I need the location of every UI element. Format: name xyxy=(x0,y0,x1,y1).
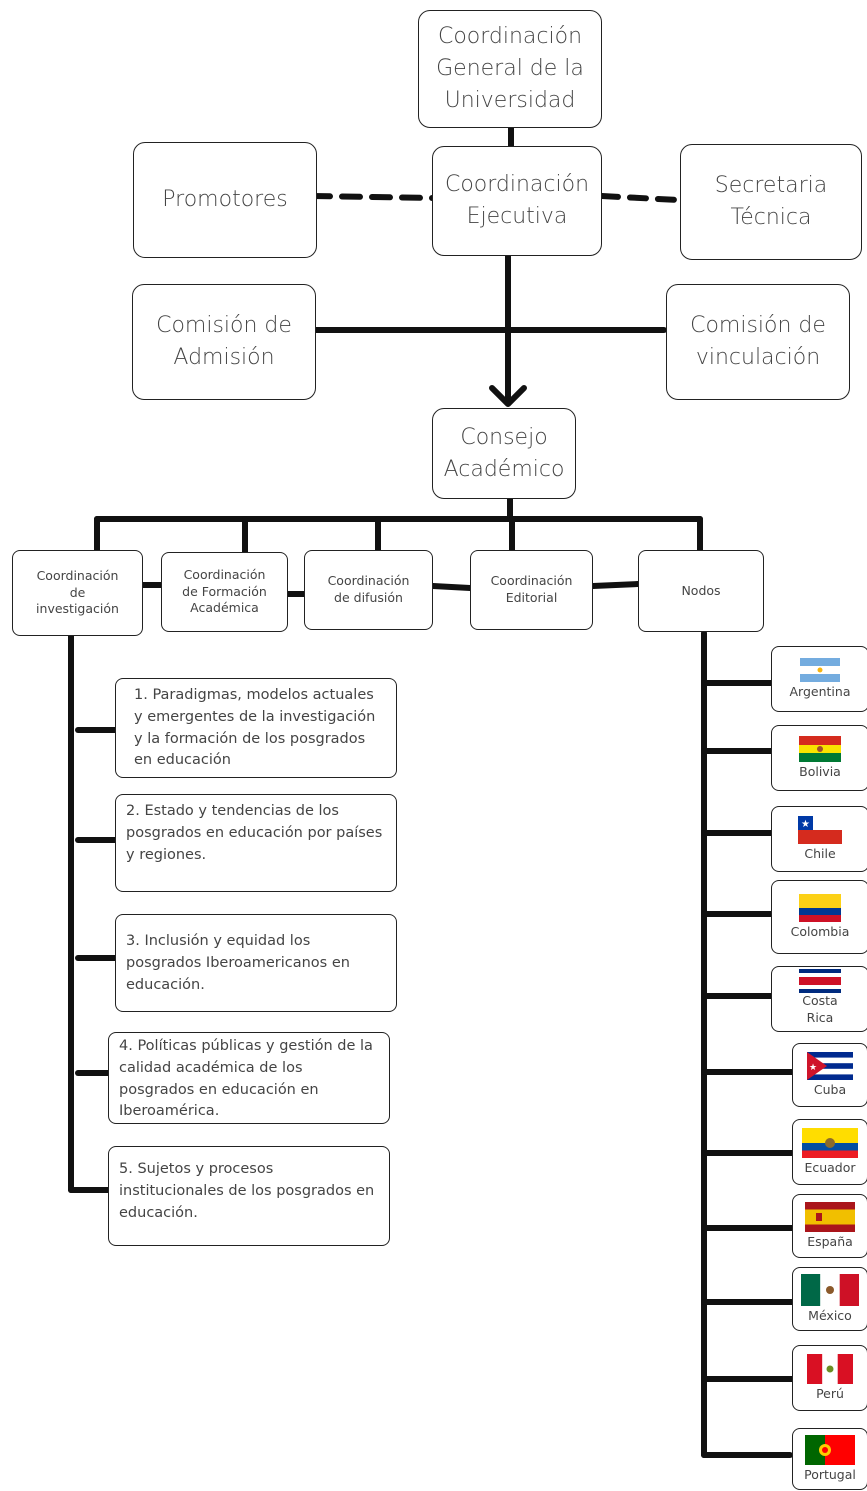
promotores-label: Promotores xyxy=(162,187,288,213)
svg-text:★: ★ xyxy=(809,1063,817,1073)
coordinacion-editorial-box: Coordinación Editorial xyxy=(470,550,593,630)
country-portugal: Portugal xyxy=(792,1428,867,1490)
country-label: Portugal xyxy=(804,1466,856,1482)
coordinacion-formacion-box: Coordinación de Formación Académica xyxy=(161,552,288,632)
comision-admision-label: Comisión de Admisión xyxy=(156,313,292,370)
country-chile: ★ Chile xyxy=(771,806,867,872)
comision-vinculacion-label: Comisión de vinculación xyxy=(690,313,826,370)
country-mexico: México xyxy=(792,1267,867,1331)
coordinacion-ejecutiva-box: Coordinación Ejecutiva xyxy=(432,146,602,256)
country-label: Perú xyxy=(816,1385,844,1401)
country-label: España xyxy=(807,1233,853,1249)
topic-box: 2. Estado y tendencias de los posgrados … xyxy=(115,794,397,892)
secretaria-tecnica-label: Secretaria Técnica xyxy=(714,173,828,230)
country-argentina: Argentina xyxy=(771,646,867,712)
topic-text: 1. Paradigmas, modelos actuales y emerge… xyxy=(134,687,376,769)
topic-box: 1. Paradigmas, modelos actuales y emerge… xyxy=(115,678,397,778)
country-label: Colombia xyxy=(790,923,850,939)
coordinacion-difusion-box: Coordinación de difusión xyxy=(304,550,433,630)
country-label: Ecuador xyxy=(804,1159,856,1175)
promotores-box: Promotores xyxy=(133,142,317,258)
country-label: Costa Rica xyxy=(802,993,838,1025)
coordinacion-investigacion-box: Coordinación de investigación xyxy=(12,550,143,636)
coordinacion-general-box: Coordinación General de la Universidad xyxy=(418,10,602,128)
espana-flag-icon xyxy=(805,1201,855,1232)
mexico-flag-icon xyxy=(801,1273,859,1306)
nodos-label: Nodos xyxy=(681,582,721,598)
chile-flag-icon: ★ xyxy=(798,815,842,844)
topic-text: 5. Sujetos y procesos institucionales de… xyxy=(119,1161,375,1221)
colombia-flag-icon xyxy=(799,893,841,922)
cuba-flag-icon: ★ xyxy=(807,1051,853,1080)
country-label: Argentina xyxy=(789,683,851,699)
coordinacion-ejecutiva-label: Coordinación Ejecutiva xyxy=(444,172,590,229)
country-cuba: ★ Cuba xyxy=(792,1043,867,1107)
comision-vinculacion-box: Comisión de vinculación xyxy=(666,284,850,400)
portugal-flag-icon xyxy=(805,1434,855,1465)
coordinacion-editorial-label: Coordinación Editorial xyxy=(490,573,573,605)
consejo-academico-box: Consejo Académico xyxy=(432,408,576,499)
nodos-box: Nodos xyxy=(638,550,764,632)
country-espana: España xyxy=(792,1194,867,1258)
country-label: México xyxy=(808,1307,852,1323)
consejo-academico-label: Consejo Académico xyxy=(443,424,565,482)
comision-admision-box: Comisión de Admisión xyxy=(132,284,316,400)
costa-rica-flag-icon xyxy=(799,969,841,993)
ecuador-flag-icon xyxy=(802,1127,858,1158)
topic-text: 3. Inclusión y equidad los posgrados Ibe… xyxy=(126,933,350,993)
argentina-flag-icon xyxy=(800,657,840,682)
country-label: Chile xyxy=(804,845,836,861)
peru-flag-icon xyxy=(807,1353,853,1384)
country-label: Bolivia xyxy=(799,763,841,779)
topic-text: 2. Estado y tendencias de los posgrados … xyxy=(126,803,383,863)
country-ecuador: Ecuador xyxy=(792,1119,867,1185)
svg-text:★: ★ xyxy=(801,819,810,830)
coordinacion-investigacion-label: Coordinación de investigación xyxy=(36,567,119,617)
country-peru: Perú xyxy=(792,1345,867,1411)
country-colombia: Colombia xyxy=(771,880,867,954)
topic-box: 3. Inclusión y equidad los posgrados Ibe… xyxy=(115,914,397,1012)
coordinacion-general-label: Coordinación General de la Universidad xyxy=(436,24,584,113)
country-label: Cuba xyxy=(813,1081,847,1097)
topic-text: 4. Políticas públicas y gestión de la ca… xyxy=(119,1038,373,1120)
topic-box: 5. Sujetos y procesos institucionales de… xyxy=(108,1146,390,1246)
secretaria-tecnica-box: Secretaria Técnica xyxy=(680,144,862,260)
country-costa-rica: Costa Rica xyxy=(771,966,867,1032)
country-bolivia: Bolivia xyxy=(771,725,867,791)
bolivia-flag-icon xyxy=(799,735,841,762)
topic-box: 4. Políticas públicas y gestión de la ca… xyxy=(108,1032,390,1124)
coordinacion-formacion-label: Coordinación de Formación Académica xyxy=(182,566,267,616)
coordinacion-difusion-label: Coordinación de difusión xyxy=(327,573,410,605)
